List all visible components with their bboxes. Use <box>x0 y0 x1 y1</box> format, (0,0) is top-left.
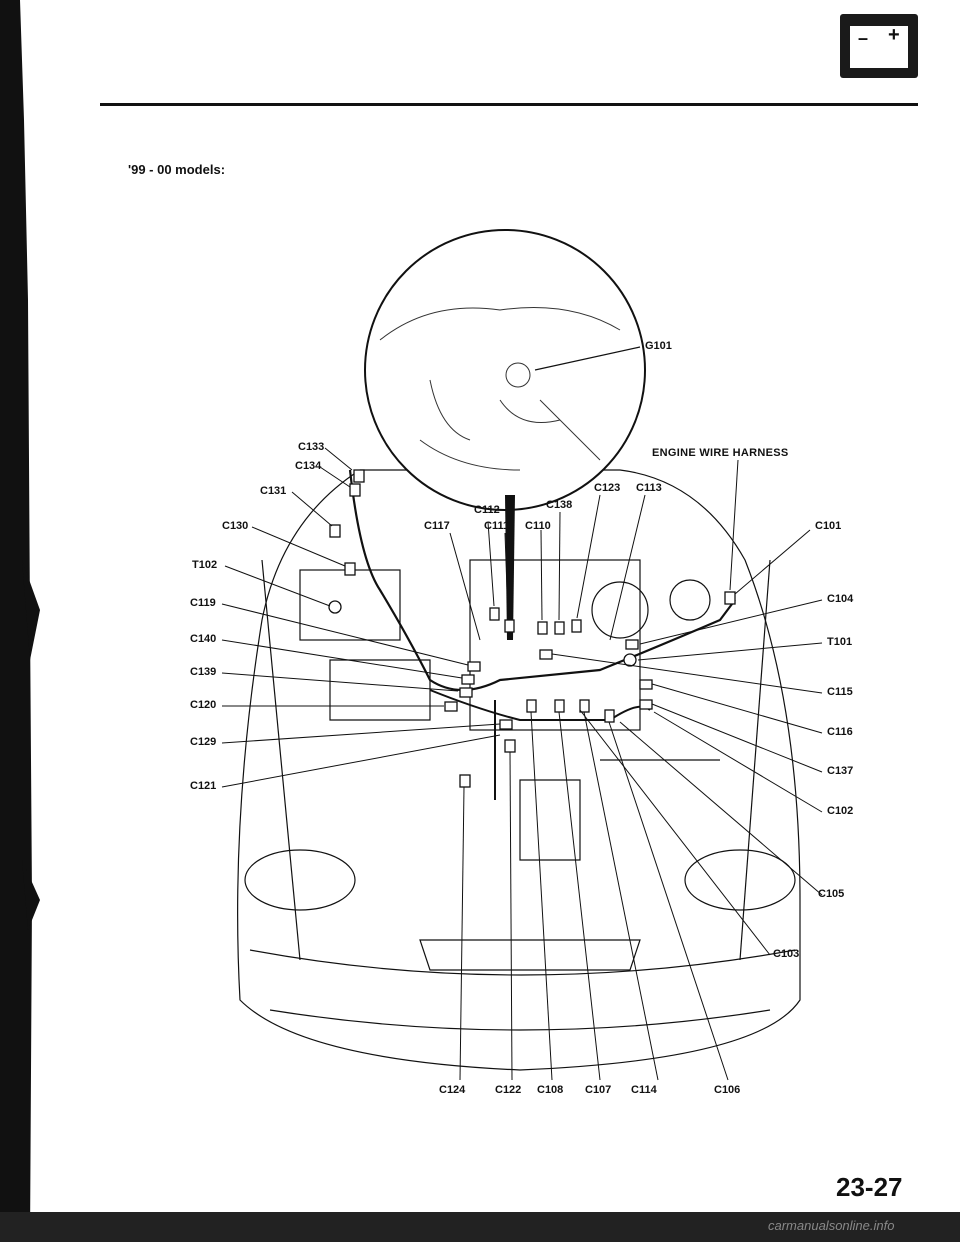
label-c107: C107 <box>585 1084 612 1096</box>
connector-c130 <box>344 562 356 576</box>
connector-c131 <box>329 524 341 538</box>
connector-c107 <box>554 699 565 713</box>
connector-c129 <box>499 719 513 730</box>
battery-icon: – + <box>840 14 918 78</box>
label-c114: C114 <box>631 1084 657 1096</box>
connector-c139 <box>459 687 473 698</box>
connector-c115 <box>539 649 553 660</box>
headlight-left <box>244 849 356 911</box>
connector-c110 <box>537 621 548 635</box>
g101-inset <box>364 229 646 511</box>
connector-c121 <box>459 774 471 788</box>
connector-c112 <box>489 607 500 621</box>
battery-plus: + <box>888 24 900 46</box>
bumper-line <box>249 949 796 976</box>
label-c101: C101 <box>815 520 842 532</box>
label-c105: C105 <box>818 888 845 900</box>
grille <box>419 939 641 971</box>
connector-c140 <box>461 674 475 685</box>
terminal-t101 <box>623 653 637 667</box>
footer-bar <box>0 1212 960 1242</box>
label-c134: C134 <box>295 460 322 472</box>
page-subtitle: '99 - 00 models: <box>128 162 226 177</box>
page-number: 23-27 <box>836 1172 903 1202</box>
label-c124: C124 <box>439 1084 466 1096</box>
battery-minus: – <box>858 28 869 48</box>
label-t102: T102 <box>192 559 218 571</box>
label-c117: C117 <box>424 520 450 532</box>
reservoir <box>591 581 649 639</box>
hood-edge-left <box>261 559 301 961</box>
label-c103: C103 <box>773 948 800 960</box>
label-c122: C122 <box>495 1084 522 1096</box>
label-c123: C123 <box>594 482 621 494</box>
label-c140: C140 <box>190 633 217 645</box>
connector-c138 <box>554 621 565 635</box>
label-c116: C116 <box>827 726 853 738</box>
connector-c133 <box>353 469 365 483</box>
label-c113: C113 <box>636 482 662 494</box>
label-c137: C137 <box>827 765 854 777</box>
connector-c111 <box>504 619 515 633</box>
label-c104: C104 <box>827 593 854 605</box>
connector-c106 <box>604 709 615 723</box>
connector-c134 <box>349 483 361 497</box>
car-body-outline <box>237 469 801 1071</box>
connector-c137 <box>639 699 653 710</box>
label-c110: C110 <box>525 520 551 532</box>
connector-c101 <box>724 591 736 605</box>
label-c112: C112 <box>474 504 500 516</box>
label-c130: C130 <box>222 520 249 532</box>
label-g101: G101 <box>645 340 672 352</box>
connector-c119 <box>467 661 481 672</box>
connector-c108 <box>526 699 537 713</box>
label-c138: C138 <box>546 499 573 511</box>
reservoir-cap <box>669 579 711 621</box>
engine-wire-harness-title: ENGINE WIRE HARNESS <box>652 447 789 459</box>
hood-edge-right <box>739 559 771 961</box>
label-c129: C129 <box>190 736 217 748</box>
connector-c123 <box>571 619 582 633</box>
connector-c122 <box>504 739 516 753</box>
wire-harness-trunk <box>348 469 736 691</box>
bumper-lower <box>269 1009 771 1031</box>
connector-c104 <box>625 639 639 650</box>
label-c115: C115 <box>827 686 853 698</box>
label-c108: C108 <box>537 1084 564 1096</box>
header-rule <box>100 103 918 106</box>
label-c133: C133 <box>298 441 325 453</box>
headlight-right <box>684 849 796 911</box>
connector-c114 <box>579 699 590 713</box>
label-c119: C119 <box>190 597 216 609</box>
engine-block <box>469 559 641 731</box>
label-c106: C106 <box>714 1084 741 1096</box>
label-c120: C120 <box>190 699 217 711</box>
binding-edge <box>0 0 42 1242</box>
label-t101: T101 <box>827 636 853 648</box>
label-c111: C111 <box>484 520 510 532</box>
watermark-link[interactable]: carmanualsonline.info <box>768 1218 895 1233</box>
terminal-t102 <box>328 600 342 614</box>
label-c121: C121 <box>190 780 217 792</box>
battery-box <box>299 569 401 641</box>
label-c131: C131 <box>260 485 287 497</box>
label-c102: C102 <box>827 805 854 817</box>
label-c139: C139 <box>190 666 217 678</box>
connector-c120 <box>444 701 458 712</box>
connector-c116 <box>639 679 653 690</box>
